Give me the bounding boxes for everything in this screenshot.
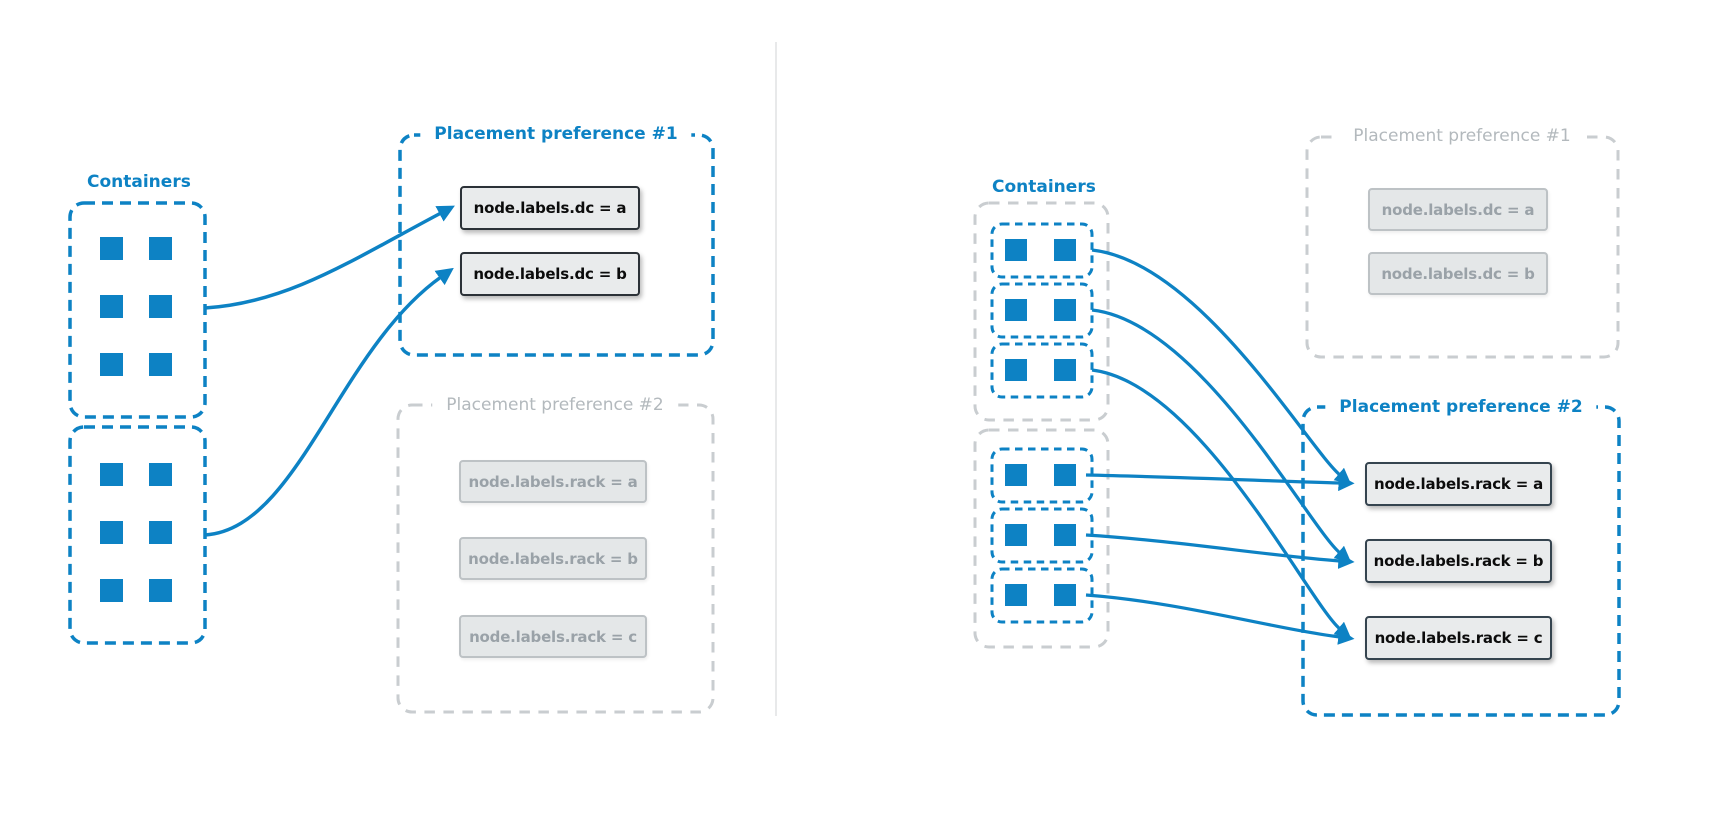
container-icon bbox=[149, 579, 172, 602]
right-subgroup-2-squares bbox=[1005, 299, 1076, 321]
left-preference-2-title: Placement preference #2 bbox=[432, 394, 678, 417]
right-subgroup-1-border bbox=[990, 222, 1094, 279]
right-node-rack-b: node.labels.rack = b bbox=[1365, 539, 1552, 583]
right-containers-label: Containers bbox=[992, 177, 1096, 197]
container-icon bbox=[1054, 299, 1076, 321]
right-subgroup-1-squares bbox=[1005, 239, 1076, 261]
left-container-group-2-squares bbox=[100, 463, 172, 602]
right-subgroup-5-squares bbox=[1005, 524, 1076, 546]
container-icon bbox=[100, 521, 123, 544]
container-icon bbox=[1005, 239, 1027, 261]
right-subgroup-4-squares bbox=[1005, 464, 1076, 486]
arrow-right-sub1-to-rack-a bbox=[1091, 248, 1352, 485]
right-subgroup-4-border bbox=[990, 447, 1094, 504]
container-icon bbox=[100, 295, 123, 318]
arrow-right-sub4-to-rack-a bbox=[1085, 473, 1355, 492]
container-icon bbox=[1005, 299, 1027, 321]
left-node-dc-b: node.labels.dc = b bbox=[460, 252, 640, 296]
right-node-rack-c: node.labels.rack = c bbox=[1365, 616, 1552, 660]
right-container-group-1-border bbox=[973, 201, 1110, 422]
container-icon bbox=[149, 353, 172, 376]
arrow-right-sub2-to-rack-b bbox=[1091, 308, 1352, 563]
arrow-right-sub3-to-rack-c bbox=[1091, 368, 1352, 639]
right-subgroup-6-squares bbox=[1005, 584, 1076, 606]
right-subgroup-5-border bbox=[990, 507, 1094, 564]
right-preference-1-border bbox=[1305, 135, 1620, 359]
left-container-group-1-squares bbox=[100, 237, 172, 376]
container-icon bbox=[1005, 464, 1027, 486]
arrow-right-sub5-to-rack-b bbox=[1085, 533, 1355, 569]
left-node-rack-b: node.labels.rack = b bbox=[459, 537, 647, 580]
container-icon bbox=[1054, 464, 1076, 486]
container-icon bbox=[149, 463, 172, 486]
arrow-right-sub6-to-rack-c bbox=[1085, 593, 1355, 645]
container-icon bbox=[1005, 524, 1027, 546]
container-icon bbox=[100, 353, 123, 376]
right-subgroup-6-border bbox=[990, 567, 1094, 624]
right-container-group-2-border bbox=[973, 428, 1110, 649]
container-icon bbox=[1005, 584, 1027, 606]
container-icon bbox=[149, 521, 172, 544]
container-icon bbox=[100, 463, 123, 486]
right-node-dc-b: node.labels.dc = b bbox=[1368, 252, 1548, 295]
container-icon bbox=[1054, 584, 1076, 606]
container-icon bbox=[1005, 359, 1027, 381]
container-icon bbox=[1054, 359, 1076, 381]
container-icon bbox=[149, 237, 172, 260]
arrow-left-group2-to-dc-b bbox=[204, 267, 454, 537]
left-preference-1-title: Placement preference #1 bbox=[420, 123, 692, 146]
container-icon bbox=[100, 579, 123, 602]
right-subgroup-3-border bbox=[990, 342, 1094, 399]
container-icon bbox=[149, 295, 172, 318]
right-node-dc-a: node.labels.dc = a bbox=[1368, 188, 1548, 231]
left-container-group-1-border bbox=[68, 201, 207, 419]
container-icon bbox=[1054, 524, 1076, 546]
left-preference-1-border bbox=[398, 133, 715, 357]
right-preference-1-title: Placement preference #1 bbox=[1339, 125, 1585, 148]
right-subgroup-2-border bbox=[990, 282, 1094, 339]
right-preference-2-title: Placement preference #2 bbox=[1325, 396, 1597, 419]
left-node-rack-c: node.labels.rack = c bbox=[459, 615, 647, 658]
left-containers-label: Containers bbox=[87, 172, 191, 192]
left-node-dc-a: node.labels.dc = a bbox=[460, 186, 640, 230]
right-node-rack-a: node.labels.rack = a bbox=[1365, 462, 1552, 506]
container-icon bbox=[100, 237, 123, 260]
arrow-left-group1-to-dc-a bbox=[204, 205, 455, 310]
left-node-rack-a: node.labels.rack = a bbox=[459, 460, 647, 503]
container-icon bbox=[1054, 239, 1076, 261]
right-subgroup-3-squares bbox=[1005, 359, 1076, 381]
